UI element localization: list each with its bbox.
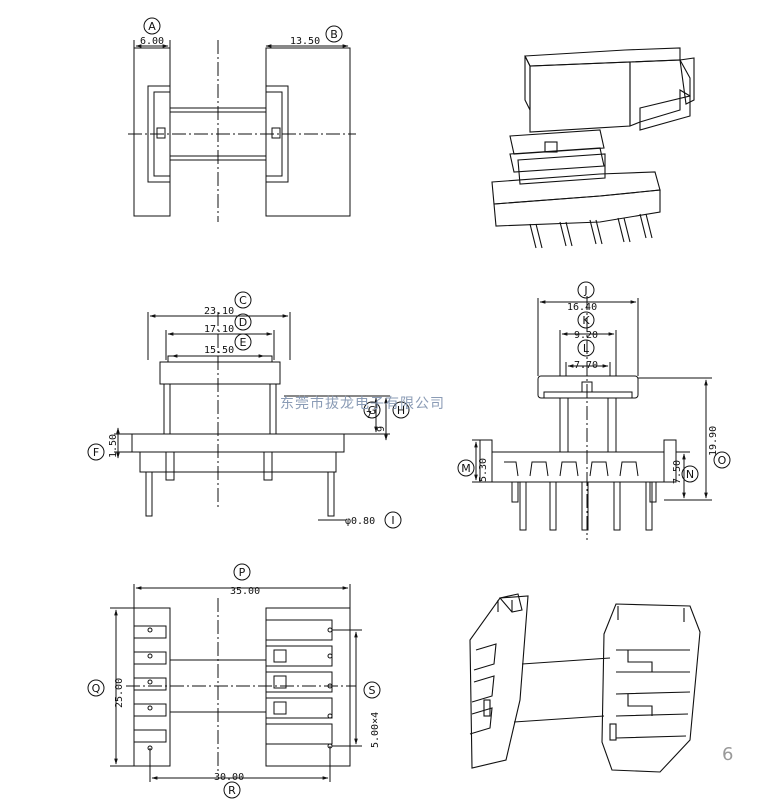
dim-b: 13.50	[290, 36, 320, 47]
dim-k: 9.20	[574, 330, 598, 341]
dim-p: 35.00	[230, 586, 260, 597]
svg-text:R: R	[228, 784, 236, 797]
svg-text:M: M	[461, 462, 471, 475]
view-top	[128, 40, 356, 222]
svg-text:P: P	[239, 566, 246, 579]
view-isometric-1	[491, 47, 695, 249]
view-side	[472, 296, 712, 540]
svg-text:O: O	[718, 454, 727, 467]
dim-f: 1.50	[108, 434, 119, 458]
svg-text:B: B	[330, 28, 338, 41]
view-front	[114, 312, 390, 521]
label-h: H	[392, 401, 410, 419]
svg-text:Q: Q	[92, 682, 101, 695]
label-a: A	[143, 17, 161, 35]
dim-m: 5.30	[478, 458, 489, 482]
label-s: S	[363, 681, 381, 699]
view-isometric-2	[469, 593, 701, 773]
label-i: I	[384, 511, 402, 529]
label-e: E	[234, 333, 252, 351]
svg-text:C: C	[239, 294, 247, 307]
dim-o: 19.90	[708, 426, 719, 456]
dim-s: 5.00×4	[370, 712, 381, 748]
label-q: Q	[87, 679, 105, 697]
page-number: 6	[722, 744, 733, 765]
label-n: N	[681, 465, 699, 483]
label-r: R	[223, 781, 241, 799]
dim-l: 7.70	[574, 360, 598, 371]
label-p: P	[233, 563, 251, 581]
label-g: G	[363, 401, 381, 419]
svg-text:J: J	[583, 284, 587, 297]
view-bottom	[110, 584, 362, 782]
dim-n: 7.50	[672, 460, 683, 484]
dim-d: 17.10	[204, 324, 234, 335]
label-f: F	[87, 443, 105, 461]
dim-h: 9	[376, 426, 387, 432]
label-d: D	[234, 313, 252, 331]
label-m: M	[457, 459, 475, 477]
svg-text:G: G	[368, 404, 377, 417]
svg-text:S: S	[369, 684, 376, 697]
label-o: O	[713, 451, 731, 469]
svg-text:L: L	[583, 342, 590, 355]
label-k: K	[577, 311, 595, 329]
dim-q: 25.00	[114, 678, 125, 708]
company-watermark: 东莞市拔龙电子有限公司	[280, 395, 445, 412]
svg-text:K: K	[582, 314, 590, 327]
label-j: J	[577, 281, 595, 299]
dim-e: 15.50	[204, 345, 234, 356]
dim-j: 16.40	[567, 302, 597, 313]
dim-i: φ0.80	[345, 516, 375, 527]
dim-c: 23.10	[204, 306, 234, 317]
svg-text:E: E	[240, 336, 247, 349]
svg-text:I: I	[391, 514, 394, 527]
svg-text:N: N	[686, 468, 694, 481]
label-b: B	[325, 25, 343, 43]
dim-a: 6.00	[140, 36, 164, 47]
svg-text:D: D	[239, 316, 247, 329]
svg-text:H: H	[397, 404, 405, 417]
svg-text:A: A	[148, 20, 156, 33]
label-c: C	[234, 291, 252, 309]
dim-r: 30.00	[214, 772, 244, 783]
svg-text:F: F	[93, 446, 99, 459]
label-l: L	[577, 339, 595, 357]
dim-g: 7	[366, 410, 372, 421]
